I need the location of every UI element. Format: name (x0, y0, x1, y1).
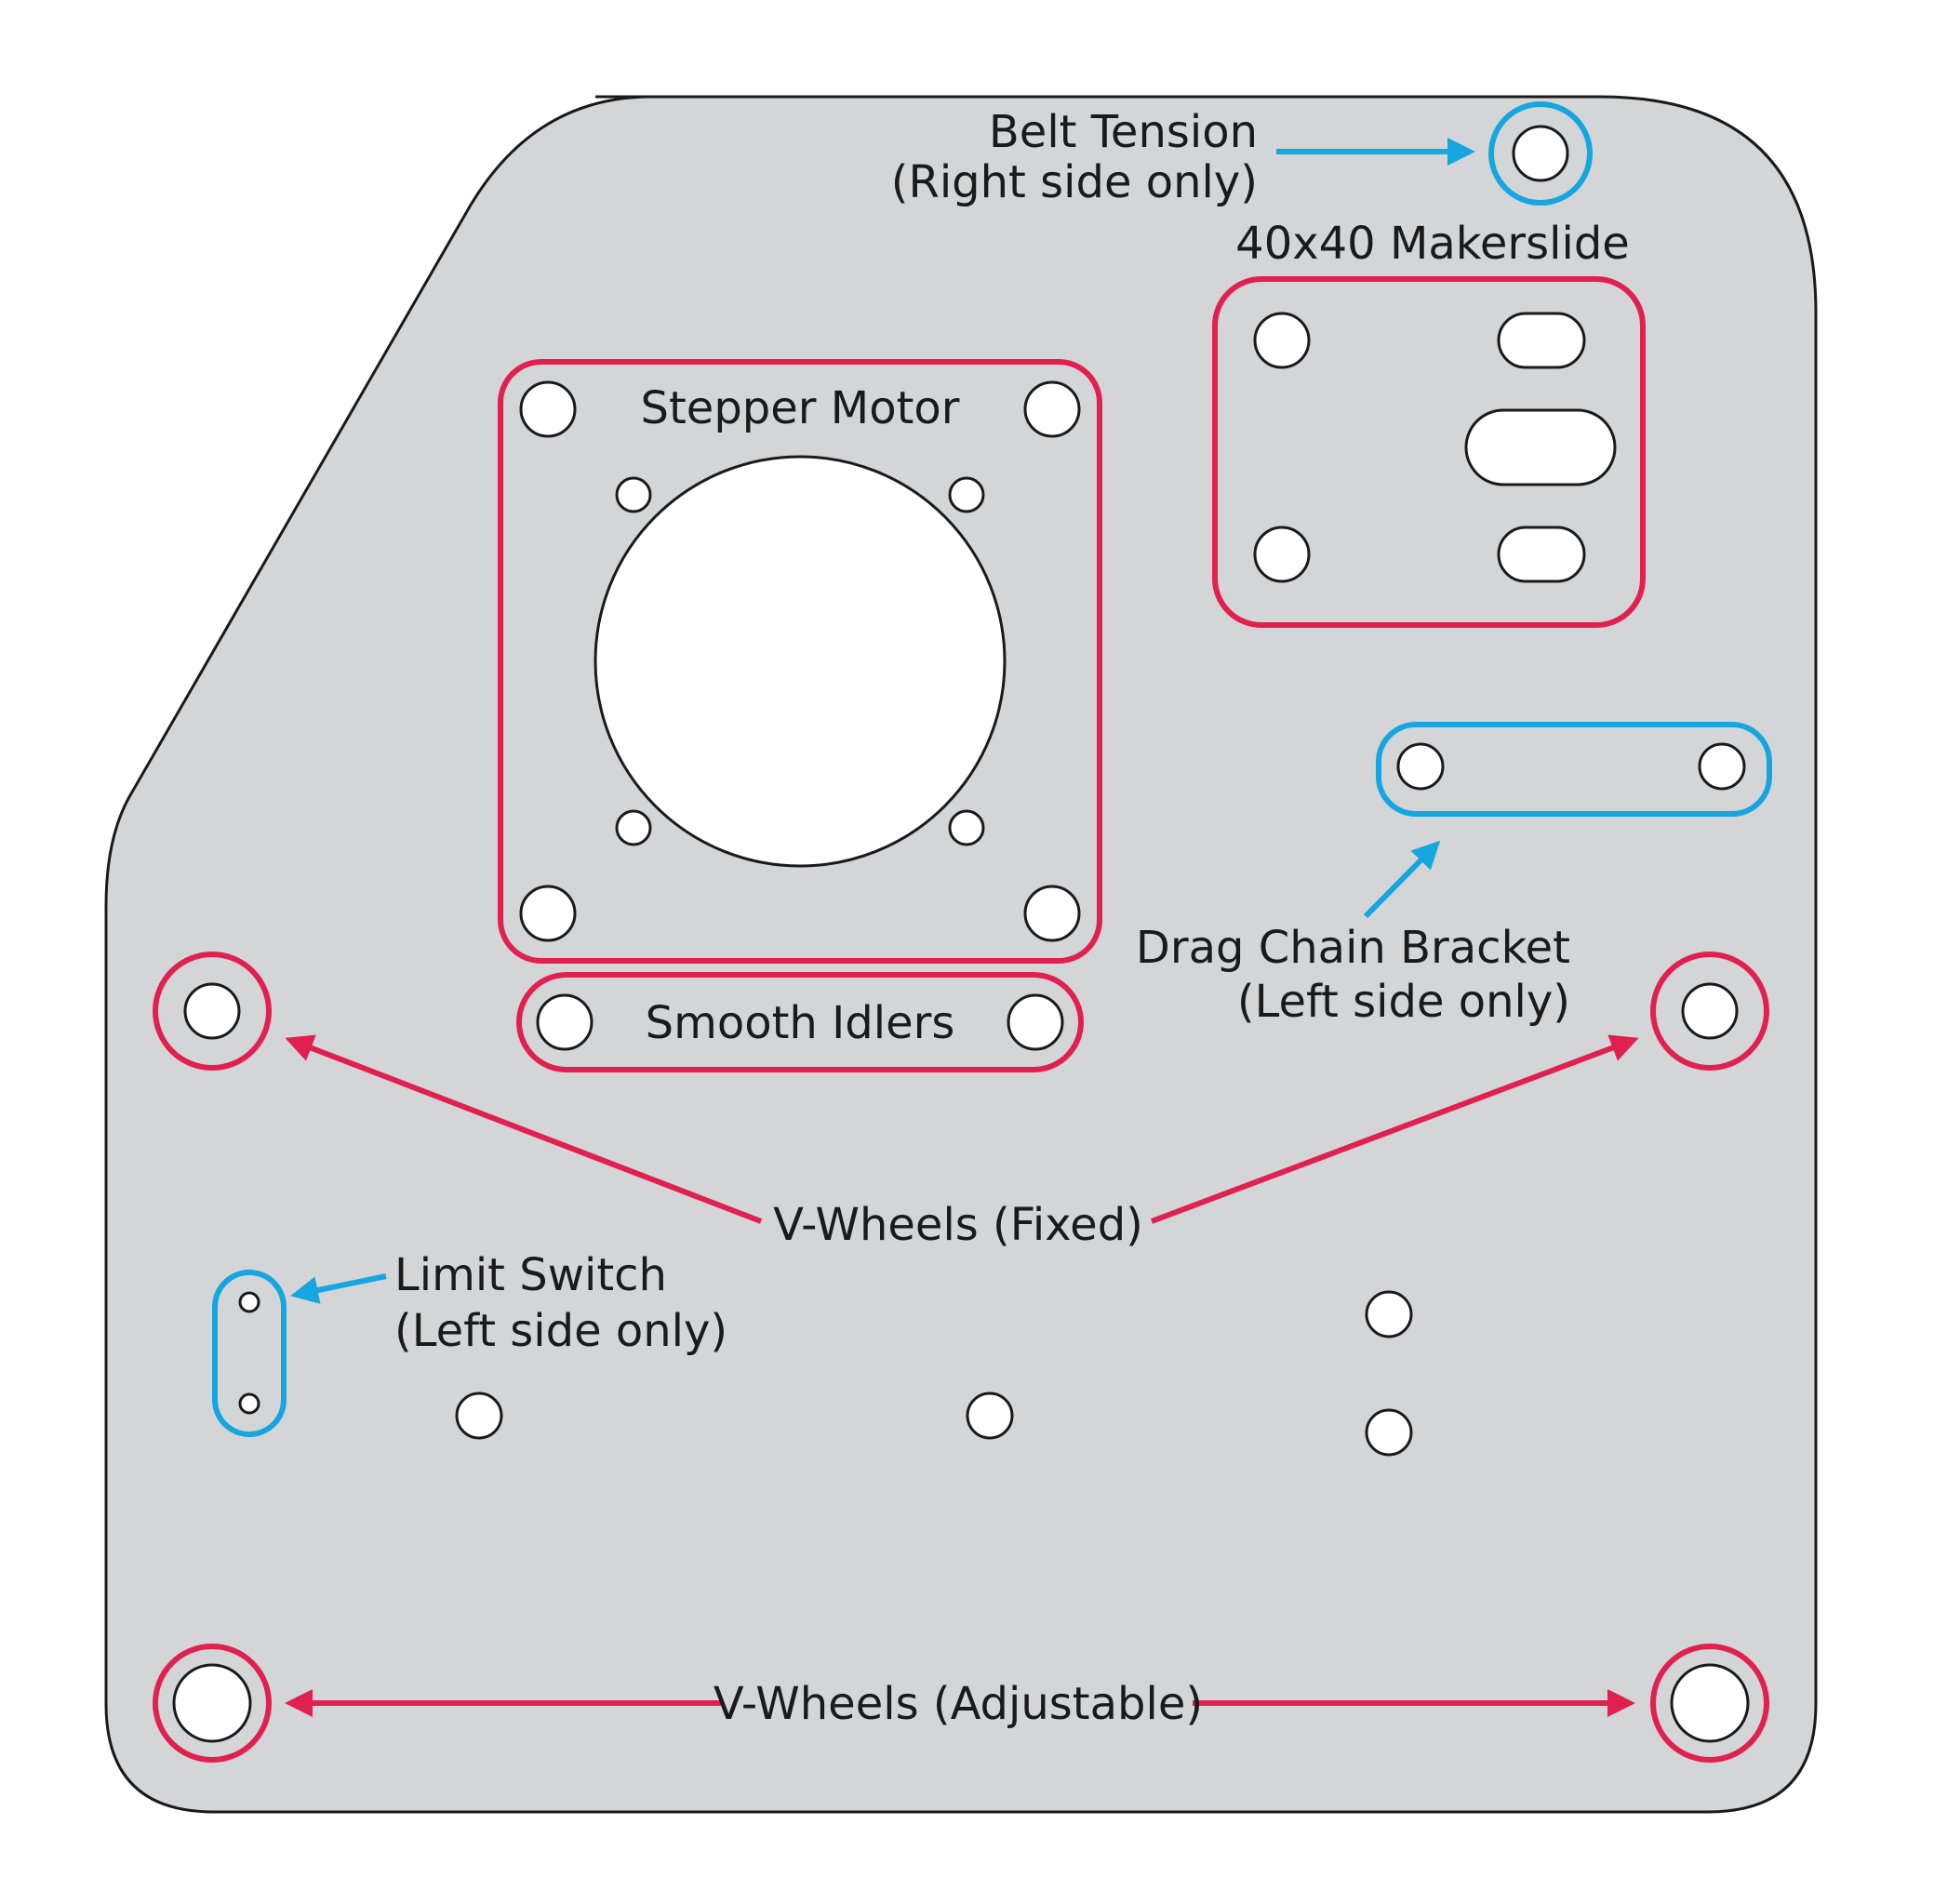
v-wheel-fixed-ring (153, 952, 272, 1071)
drag-chain-label: Drag Chain Bracket (1136, 922, 1570, 974)
makerslide-label: 40x40 Makerslide (1235, 218, 1630, 270)
smooth-idlers-label: Smooth Idlers (646, 997, 955, 1049)
limit-switch-label: Limit Switch (394, 1249, 667, 1301)
v-wheels-adjustable-group: V-Wheels (Adjustable) (153, 1644, 1769, 1763)
mounting-hole (1365, 1408, 1413, 1457)
belt-tension-note: (Right side only) (891, 156, 1258, 208)
stepper-screw-hole (615, 476, 652, 513)
stepper-motor-outline (498, 359, 1102, 964)
v-wheels-fixed-group: V-Wheels (Fixed) (153, 952, 1769, 1251)
makerslide-group: 40x40 Makerslide (1212, 218, 1646, 628)
mounting-hole (455, 1391, 503, 1440)
limit-switch-group: Limit Switch (Left side only) (212, 1249, 727, 1437)
misc-holes (455, 1290, 1413, 1457)
limit-switch-hole (238, 1392, 260, 1415)
stepper-screw-hole (615, 809, 652, 846)
v-wheels-fixed-label: V-Wheels (Fixed) (773, 1199, 1143, 1251)
idler-hole (1007, 993, 1064, 1051)
makerslide-slot (1497, 526, 1586, 583)
stepper-mount-hole (1023, 380, 1081, 438)
v-wheel-adjustable-ring (153, 1644, 272, 1763)
mounting-hole (1365, 1290, 1413, 1338)
makerslide-slot (1497, 312, 1586, 369)
v-wheels-adjustable-label: V-Wheels (Adjustable) (714, 1678, 1203, 1730)
drag-chain-group: Drag Chain Bracket (Left side only) (1136, 722, 1772, 1028)
v-wheel-fixed-ring (1650, 952, 1769, 1071)
v-wheel-adjustable-hole (172, 1663, 252, 1743)
drag-chain-arrow (1363, 840, 1441, 919)
v-wheel-adjustable-hole (1670, 1663, 1750, 1743)
belt-tension-hole (1512, 125, 1569, 182)
mounting-hole (966, 1391, 1014, 1440)
drag-chain-outline (1376, 722, 1772, 817)
plate-outline (104, 95, 1818, 1814)
makerslide-hole (1253, 312, 1311, 369)
v-wheel-adjustable-ring (1650, 1644, 1769, 1763)
belt-tension-label: Belt Tension (989, 106, 1258, 158)
idler-hole (536, 993, 594, 1051)
stepper-mount-hole (519, 380, 577, 438)
stepper-screw-hole (948, 809, 985, 846)
v-wheel-fixed-hole (183, 982, 241, 1040)
limit-switch-outline (212, 1270, 287, 1437)
makerslide-outline (1212, 276, 1646, 628)
drag-chain-note: (Left side only) (1237, 976, 1570, 1028)
v-wheels-fixed-arrow-left (285, 1034, 763, 1224)
stepper-mount-hole (1023, 885, 1081, 942)
stepper-screw-hole (948, 476, 985, 513)
v-wheels-fixed-arrow-right (1150, 1034, 1639, 1224)
smooth-idlers-outline (516, 972, 1084, 1072)
stepper-motor-label: Stepper Motor (641, 382, 960, 434)
makerslide-slot-large (1464, 408, 1617, 486)
makerslide-hole (1253, 526, 1311, 583)
stepper-motor-group: Stepper Motor (498, 359, 1102, 964)
limit-switch-arrow (290, 1273, 387, 1304)
belt-tension-group: Belt Tension (Right side only) (891, 101, 1593, 208)
smooth-idlers-group: Smooth Idlers (516, 972, 1084, 1072)
drag-chain-hole (1396, 742, 1445, 791)
stepper-mount-hole (519, 885, 577, 942)
drag-chain-hole (1698, 742, 1746, 791)
limit-switch-hole (238, 1291, 260, 1313)
stepper-shaft-bore (594, 455, 1007, 868)
belt-tension-ring (1488, 101, 1593, 206)
v-wheel-fixed-hole (1681, 982, 1739, 1040)
limit-switch-note: (Left side only) (394, 1305, 727, 1357)
